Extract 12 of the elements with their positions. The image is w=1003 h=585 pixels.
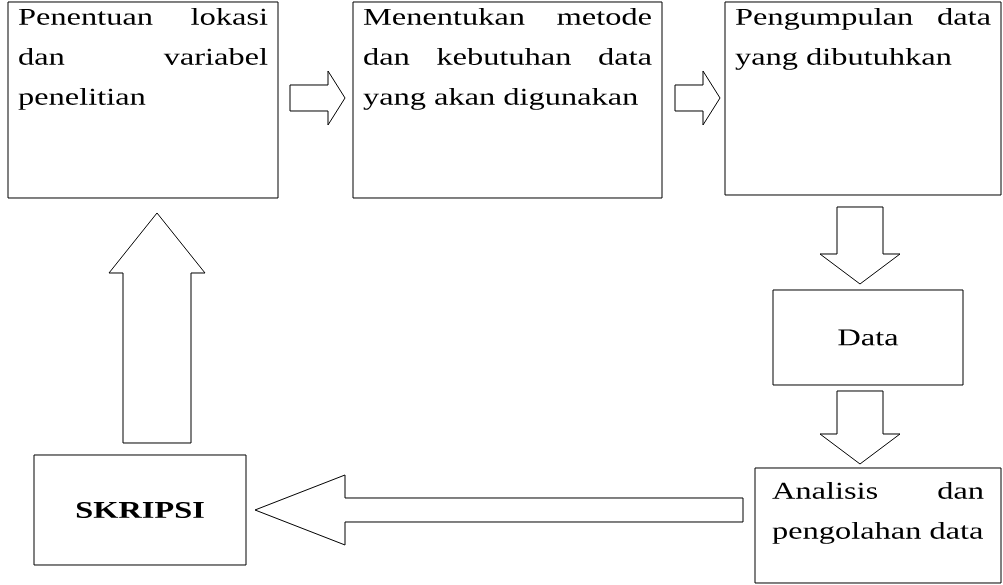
process-box: Data [772,289,964,386]
process-box: SKRIPSI [33,454,247,566]
block-arrow [254,474,744,546]
block-arrow [289,70,346,126]
block-arrow [674,70,721,126]
process-box: Penentuan lokasi dan variabel penelitian [7,1,279,199]
block-arrow [819,390,901,465]
process-box: Analisis dan pengolahan data [754,467,1002,584]
block-arrow [108,212,206,444]
process-box: Menentukan metode dan kebutuhan data yang akan digunakan [352,1,663,199]
block-arrow [819,206,901,285]
process-box: Pengumpulan data yang dibutuhkan [724,1,1002,196]
